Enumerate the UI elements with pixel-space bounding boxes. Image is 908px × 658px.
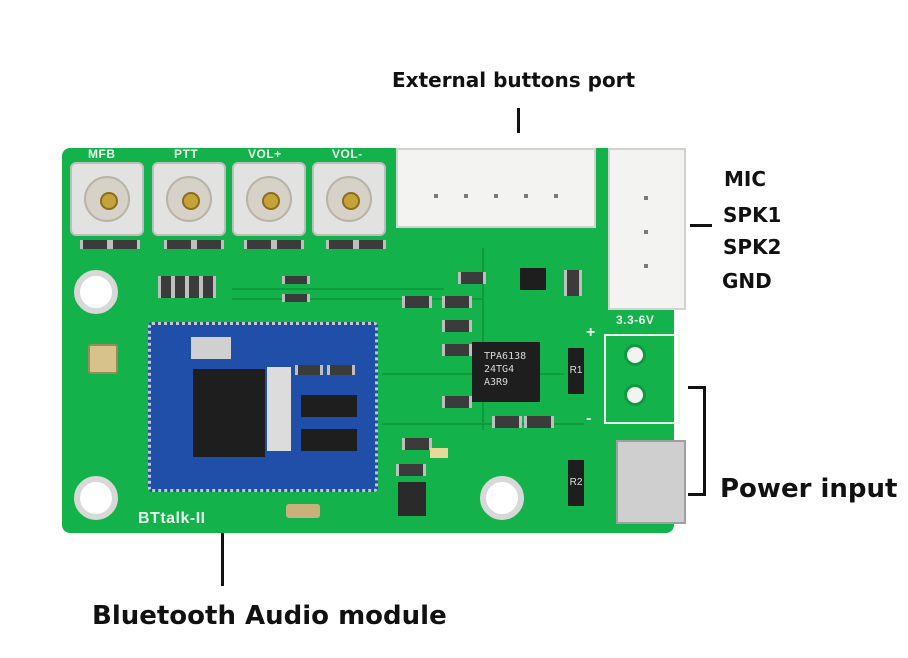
module-component-column [267, 367, 291, 451]
external-buttons-leader-line [517, 108, 520, 133]
spk1-label: SPK1 [723, 203, 782, 227]
module-smd [295, 365, 323, 375]
mic-label: MIC [724, 167, 767, 191]
speaker-connector-leader-line [690, 224, 712, 227]
power-pad-outline [604, 334, 680, 424]
r2-label: R2 [569, 477, 583, 488]
board-name-silk-label: BTtalk-II [138, 510, 206, 527]
smd-resistor [442, 344, 472, 356]
smd-resistor [80, 240, 110, 249]
r1-component: R1 [568, 348, 584, 394]
smd-resistor [442, 396, 472, 408]
pcb-trace [232, 288, 444, 290]
vol-down-button[interactable] [312, 162, 386, 236]
ptt-button[interactable] [152, 162, 226, 236]
vol-up-button[interactable] [232, 162, 306, 236]
voltage-silk-label: 3.3-6V [616, 313, 655, 327]
module-crystal [191, 337, 231, 359]
power-bracket-line [703, 386, 706, 496]
module-smd [327, 365, 355, 375]
smd-resistor [110, 240, 140, 249]
power-input-label: Power input [720, 474, 898, 504]
external-buttons-port-label: External buttons port [392, 68, 636, 92]
mfb-silk-label: MFB [88, 147, 116, 161]
smd-resistor [396, 464, 426, 476]
gnd-label: GND [722, 269, 772, 293]
smd-resistor [402, 438, 432, 450]
smd-resistor [244, 240, 274, 249]
amp-chip-line-3: A3R9 [484, 377, 509, 388]
spk2-label: SPK2 [723, 235, 782, 259]
smd-resistor [282, 294, 310, 302]
smd-capacitor [564, 270, 582, 296]
power-pad-positive [624, 344, 646, 366]
r2-component: R2 [568, 460, 584, 506]
smd-resistor [194, 240, 224, 249]
mfb-button[interactable] [70, 162, 144, 236]
power-bracket-top [688, 386, 706, 389]
smd-resistor [164, 240, 194, 249]
micro-usb-port[interactable] [616, 440, 686, 524]
mounting-hole [480, 476, 524, 520]
smd-capacitor [458, 272, 486, 284]
minus-silk-label: - [586, 410, 592, 427]
module-memory-chip [301, 395, 357, 417]
led [430, 448, 448, 458]
smd-resistor [524, 416, 554, 428]
ptt-silk-label: PTT [174, 147, 199, 161]
mic-speaker-connector[interactable] [608, 148, 686, 310]
bluetooth-module-leader-line [221, 528, 224, 586]
plus-silk-label: + [586, 324, 596, 341]
smd-capacitor [200, 276, 216, 298]
amp-chip-line-1: TPA6138 [484, 351, 527, 362]
crystal [286, 504, 320, 518]
bluetooth-soc-chip [193, 369, 265, 457]
small-ic [520, 268, 546, 290]
bluetooth-audio-module-label: Bluetooth Audio module [92, 601, 447, 631]
amp-chip-line-2: 24TG4 [484, 364, 515, 375]
power-pad-negative [624, 384, 646, 406]
power-bracket-bottom [688, 493, 706, 496]
smd-resistor [492, 416, 522, 428]
smd-resistor [402, 296, 432, 308]
vol-up-silk-label: VOL+ [248, 147, 282, 161]
smd-resistor [442, 320, 472, 332]
bluetooth-audio-module [148, 322, 378, 492]
antenna-connector [88, 344, 118, 374]
smd-resistor [326, 240, 356, 249]
tpa6138-amplifier-chip: TPA6138 24TG4 A3R9 [472, 342, 540, 402]
external-buttons-connector[interactable] [396, 148, 596, 228]
small-ic [398, 482, 426, 516]
r1-label: R1 [569, 365, 583, 376]
smd-resistor [356, 240, 386, 249]
smd-resistor [442, 296, 472, 308]
mounting-hole [74, 476, 118, 520]
module-memory-chip [301, 429, 357, 451]
pcb-trace [482, 248, 484, 430]
smd-resistor [274, 240, 304, 249]
mounting-hole [74, 270, 118, 314]
vol-down-silk-label: VOL- [332, 147, 363, 161]
smd-resistor [282, 276, 310, 284]
